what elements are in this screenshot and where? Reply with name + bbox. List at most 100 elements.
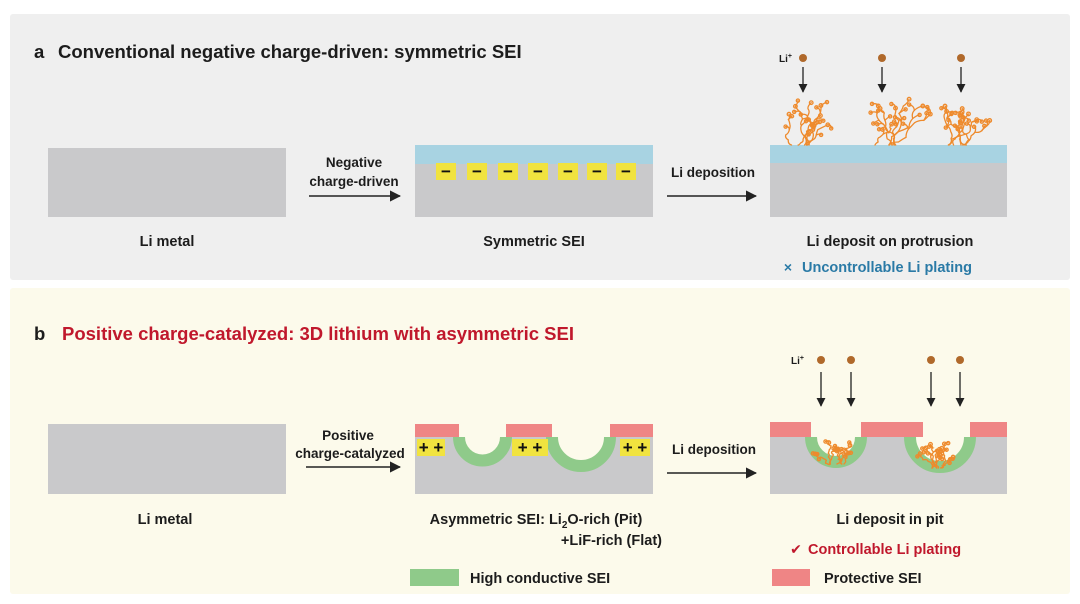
li-ion-b-3-ball bbox=[927, 356, 935, 364]
dendrite-a-2-branch bbox=[874, 123, 893, 146]
dendrite-a-2 bbox=[868, 96, 933, 146]
dendrite-a-1-twig bbox=[810, 121, 819, 125]
dendrite-a-3-twig bbox=[976, 118, 983, 123]
asym-label-pre: Asymmetric SEI: Li bbox=[430, 512, 562, 528]
dendrite-a-2-twig bbox=[908, 103, 916, 111]
dendrite-a-3-tip bbox=[943, 125, 949, 130]
dendrite-a-1-tip bbox=[825, 122, 831, 128]
legend-label-high-conductive: High conductive SEI bbox=[470, 571, 610, 587]
li-ion-b-2-ball bbox=[847, 356, 855, 364]
dendrite-a-2-tip bbox=[903, 107, 908, 112]
panel-b-arrow2-label: Li deposition bbox=[672, 442, 756, 457]
dendrite-a-3-tip bbox=[959, 106, 965, 112]
panel-b-asym-label-line2: +LiF-rich (Flat) bbox=[561, 533, 662, 549]
dendrite-a-1-tip bbox=[783, 124, 788, 129]
panel-a-li-metal-slab bbox=[48, 148, 286, 217]
dendrite-b-1-tip bbox=[810, 451, 816, 456]
dendrite-a-3-branch bbox=[945, 110, 966, 146]
check-icon: ✔ bbox=[790, 541, 802, 557]
dendrite-b-2-tip bbox=[950, 454, 956, 460]
dendrite-a-1-branch bbox=[806, 114, 822, 146]
dendrite-a-1-tip bbox=[824, 99, 830, 105]
negative-charge-box-2 bbox=[467, 163, 487, 180]
dendrite-a-3-branch bbox=[952, 119, 978, 146]
dendrite-a-2-tip bbox=[875, 103, 881, 109]
li-ion-a-2-ball bbox=[878, 54, 886, 62]
legend-label-protective: Protective SEI bbox=[824, 571, 922, 587]
dendrite-a-2-tip bbox=[917, 112, 922, 118]
dendrite-a-1-tip bbox=[814, 105, 819, 110]
panel-a-label-deposit: Li deposit on protrusion bbox=[807, 234, 974, 250]
panel-a-letter: a bbox=[34, 41, 45, 62]
asym-protective-sei-3 bbox=[610, 424, 653, 437]
dendrite-b-1-tip bbox=[826, 440, 832, 446]
dendrite-a-1-tip bbox=[792, 103, 798, 109]
dendrite-b-2-tip bbox=[928, 441, 933, 447]
panel-b-deposit-stage bbox=[770, 422, 1007, 494]
dendrite-a-3-tip bbox=[974, 117, 980, 123]
panel-a-label-symmetric-sei: Symmetric SEI bbox=[483, 234, 585, 250]
dendrite-a-3-tip bbox=[966, 118, 972, 123]
dendrite-a-2-tip bbox=[887, 114, 893, 119]
dendrite-a-2-tip bbox=[906, 96, 912, 102]
dendrite-b-2-branch bbox=[940, 456, 954, 469]
dendrite-a-3-tip bbox=[987, 118, 993, 123]
dendrites-protrusion bbox=[783, 96, 993, 146]
dendrite-a-2-tip bbox=[901, 115, 907, 121]
dendrite-a-2-branch bbox=[892, 105, 924, 146]
dendrite-a-1-tip bbox=[818, 103, 824, 108]
dendrite-b-1-tip bbox=[833, 446, 839, 452]
dendrite-a-2-tip bbox=[869, 101, 875, 107]
pit-protective-sei-2 bbox=[861, 422, 923, 437]
dendrite-a-1-tip bbox=[786, 111, 792, 117]
panel-b-label-li-metal: Li metal bbox=[138, 512, 193, 528]
dendrite-a-2-tip bbox=[889, 121, 895, 127]
dendrite-a-3-tip bbox=[949, 111, 954, 117]
dendrite-a-3-tip bbox=[944, 108, 950, 114]
dendrite-a-2-tip bbox=[875, 122, 880, 127]
asym-label-post: O-rich (Pit) bbox=[567, 512, 642, 528]
panel-a-arrow2-label: Li deposition bbox=[671, 165, 755, 180]
panel-b-title: Positive charge-catalyzed: 3D lithium wi… bbox=[62, 323, 574, 344]
panel-b-asymmetric-sei-stage bbox=[415, 424, 653, 494]
dendrite-b-2 bbox=[915, 440, 956, 469]
dendrite-b-2-tip bbox=[915, 454, 920, 459]
panel-b-li-metal-slab bbox=[48, 424, 286, 494]
dendrite-a-2-twig bbox=[922, 105, 930, 112]
dendrite-a-2-tip bbox=[880, 127, 885, 132]
li-ion-a-1-label-charge: + bbox=[788, 53, 792, 60]
negative-charge-box-4 bbox=[528, 163, 548, 180]
negative-charge-box-3 bbox=[498, 163, 518, 180]
dendrite-b-1-tip bbox=[846, 450, 851, 456]
dendrite-a-2-tip bbox=[906, 102, 912, 107]
negative-charge-sign-3: − bbox=[503, 162, 513, 181]
pit-protective-sei-1 bbox=[770, 422, 811, 437]
legend-swatch-protective bbox=[772, 569, 810, 586]
dendrite-b-2-tip bbox=[917, 451, 923, 457]
li-ion-b-1-ball bbox=[817, 356, 825, 364]
dendrite-a-2-tip bbox=[871, 121, 876, 126]
panel-b-label-deposit: Li deposit in pit bbox=[836, 512, 943, 528]
dendrite-a-2-branch bbox=[876, 105, 893, 146]
dendrite-a-2-branch bbox=[891, 107, 900, 146]
panel-a-result-text: Uncontrollable Li plating bbox=[802, 260, 972, 276]
panel-b-asym-label-line1: Asymmetric SEI: Li2O-rich (Pit) bbox=[430, 512, 643, 531]
negative-charge-box-5 bbox=[558, 163, 578, 180]
positive-charge-box-2 bbox=[512, 439, 548, 456]
dendrite-a-3-tip bbox=[942, 103, 948, 109]
asym-label-sub: 2 bbox=[562, 520, 568, 531]
positive-charges: + ++ ++ + bbox=[417, 438, 650, 457]
dendrite-a-2-tip bbox=[926, 108, 931, 114]
panel-b-result-text: Controllable Li plating bbox=[808, 542, 961, 558]
panel-b-arrow1-label-line2: charge-catalyzed bbox=[295, 446, 405, 461]
dendrite-a-1-tip bbox=[828, 126, 834, 131]
asym-pit-green-sei-2 bbox=[546, 436, 616, 472]
dendrite-a-2-tip bbox=[900, 121, 906, 126]
dendrite-a-1-tip bbox=[815, 119, 820, 125]
negative-charge-sign-6: − bbox=[592, 162, 602, 181]
dendrite-a-1-branch bbox=[803, 102, 812, 146]
negative-charge-sign-1: − bbox=[441, 162, 451, 181]
panel-a-arrow1-label-line2: charge-driven bbox=[309, 174, 398, 189]
legend-swatch-high-conductive bbox=[410, 569, 459, 586]
